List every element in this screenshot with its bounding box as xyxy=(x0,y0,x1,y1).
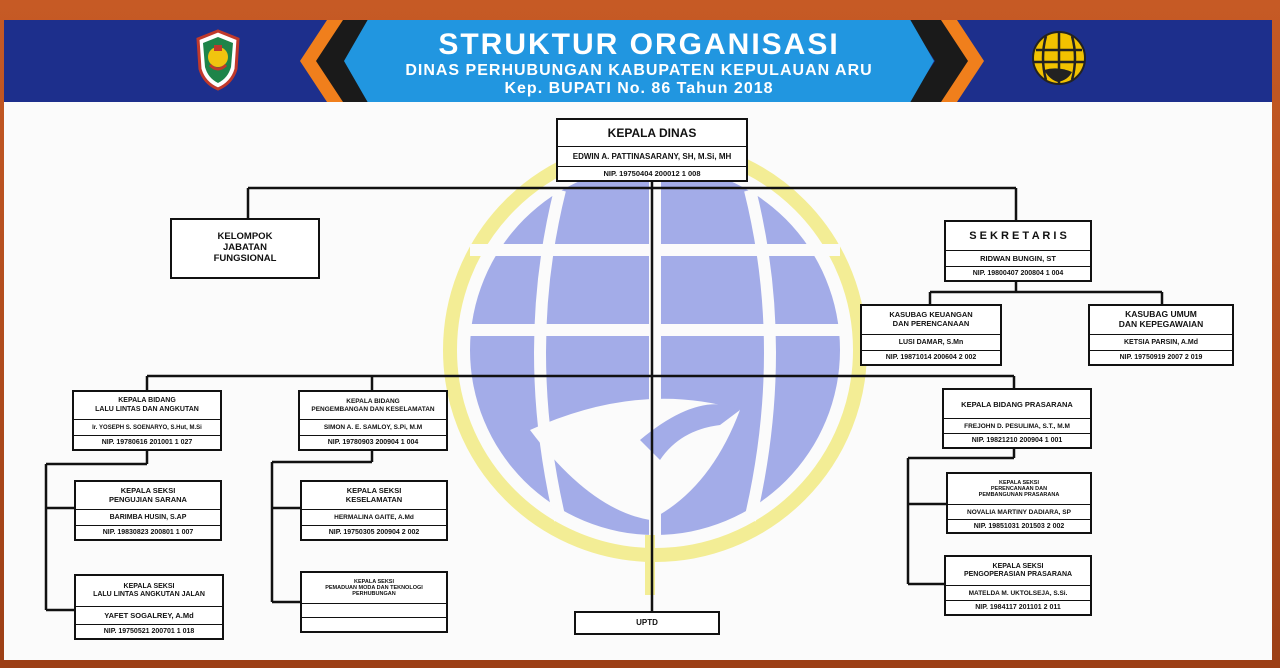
node-name: SIMON A. E. SAMLOY, S.Pi, M.M xyxy=(300,419,446,435)
node-title-line: DAN PERENCANAAN xyxy=(892,319,970,328)
node-nip: NIP. 19851031 201503 2 002 xyxy=(948,519,1090,532)
node-title: KEPALA SEKSI LALU LINTAS ANGKUTAN JALAN xyxy=(76,576,222,606)
node-title: KEPALA BIDANG PRASARANA xyxy=(961,399,1073,409)
node-nip: NIP. 19750404 200012 1 008 xyxy=(558,166,746,180)
node-title-line: KEPALA BIDANG xyxy=(346,398,400,406)
node-title: KASUBAG UMUM DAN KEPEGAWAIAN xyxy=(1090,306,1232,334)
node-name: MATELDA M. UKTOLSEJA, S.Si. xyxy=(946,585,1090,600)
node-title-line: PENGUJIAN SARANA xyxy=(109,494,187,504)
node-kepala-dinas: KEPALA DINAS EDWIN A. PATTINASARANY, SH,… xyxy=(556,118,748,182)
node-title-line: PEMBANGUNAN PRASARANA xyxy=(978,492,1060,499)
node-title-line: KEPALA SEKSI xyxy=(353,578,395,585)
globe-watermark-icon xyxy=(443,140,867,595)
node-nip: NIP. 1984117 201101 2 011 xyxy=(946,600,1090,614)
node-nip: NIP. 19780903 200904 1 004 xyxy=(300,435,446,449)
node-title-line: DAN KEPEGAWAIAN xyxy=(1118,319,1204,329)
node-title-line: KEPALA SEKSI xyxy=(120,485,176,495)
title-banner xyxy=(344,20,934,102)
node-kabid-lalu-lintas: KEPALA BIDANG LALU LINTAS DAN ANGKUTAN I… xyxy=(72,390,222,451)
node-name: LUSI DAMAR, S.Mn xyxy=(862,334,1000,350)
node-title-line: PENGOPERASIAN PRASARANA xyxy=(963,571,1073,578)
node-title-line: PERHUBUNGAN xyxy=(352,591,396,598)
node-name: YAFET SOGALREY, A.Md xyxy=(76,606,222,624)
node-nip: NIP. 19800407 200804 1 004 xyxy=(946,266,1090,280)
node-title-line: PEMADUAN MODA DAN TEKNOLOGI xyxy=(325,584,423,591)
node-kabid-prasarana: KEPALA BIDANG PRASARANA FREJOHN D. PESUL… xyxy=(942,388,1092,449)
node-title: KEPALA SEKSI PERENCANAAN DAN PEMBANGUNAN… xyxy=(948,474,1090,504)
node-nip: NIP. 19780616 201001 1 027 xyxy=(74,435,220,449)
decree-text: Kep. BUPATI No. 86 Tahun 2018 xyxy=(504,80,774,97)
node-kasi-pemaduan-moda: KEPALA SEKSI PEMADUAN MODA DAN TEKNOLOGI… xyxy=(300,571,448,633)
node-nip: NIP. 19750919 2007 2 019 xyxy=(1090,350,1232,364)
page-title: STRUKTUR ORGANISASI xyxy=(438,28,840,61)
node-title: S E K R E T A R I S xyxy=(969,230,1067,242)
node-name xyxy=(302,603,446,617)
node-nip: NIP. 19871014 200604 2 002 xyxy=(862,350,1000,364)
node-kasi-keselamatan: KEPALA SEKSI KESELAMATAN HERMALINA GAITE… xyxy=(300,480,448,541)
header-banner: STRUKTUR ORGANISASI DINAS PERHUBUNGAN KA… xyxy=(4,20,1272,102)
node-line: JABATAN xyxy=(223,242,267,254)
node-name: NOVALIA MARTINY DADIARA, SP xyxy=(948,504,1090,519)
node-name: BARIMBA HUSIN, S.AP xyxy=(76,509,220,525)
node-kasi-lalu-lintas-angkutan-jalan: KEPALA SEKSI LALU LINTAS ANGKUTAN JALAN … xyxy=(74,574,224,640)
node-uptd: UPTD xyxy=(574,611,720,635)
node-name: RIDWAN BUNGIN, ST xyxy=(946,250,1090,266)
node-nip: NIP. 19750305 200904 2 002 xyxy=(302,525,446,539)
node-title: KEPALA BIDANG PENGEMBANGAN DAN KESELAMAT… xyxy=(300,392,446,419)
node-title: KEPALA BIDANG LALU LINTAS DAN ANGKUTAN xyxy=(74,392,220,419)
node-kasi-pengoperasian-prasarana: KEPALA SEKSI PENGOPERASIAN PRASARANA MAT… xyxy=(944,555,1092,616)
node-sekretaris: S E K R E T A R I S RIDWAN BUNGIN, ST NI… xyxy=(944,220,1092,282)
node-kasi-perencanaan-pembangunan: KEPALA SEKSI PERENCANAAN DAN PEMBANGUNAN… xyxy=(946,472,1092,534)
node-kasi-pengujian-sarana: KEPALA SEKSI PENGUJIAN SARANA BARIMBA HU… xyxy=(74,480,222,541)
node-kabid-pengembangan: KEPALA BIDANG PENGEMBANGAN DAN KESELAMAT… xyxy=(298,390,448,451)
node-name: HERMALINA GAITE, A.Md xyxy=(302,509,446,525)
node-title-line: KEPALA SEKSI xyxy=(992,562,1044,570)
node-title-line: KEPALA BIDANG xyxy=(118,397,176,405)
node-title: KEPALA SEKSI PEMADUAN MODA DAN TEKNOLOGI… xyxy=(302,573,446,603)
transport-ministry-globe-icon xyxy=(1032,31,1086,85)
node-title: KEPALA DINAS xyxy=(607,126,697,140)
regency-emblem-icon xyxy=(196,29,240,91)
node-title: KASUBAG KEUANGAN DAN PERENCANAAN xyxy=(862,306,1000,334)
node-title-line: KESELAMATAN xyxy=(345,494,403,504)
node-title-line: KEPALA SEKSI xyxy=(998,479,1040,486)
node-title-line: PERENCANAAN DAN xyxy=(990,485,1048,492)
node-line: KELOMPOK xyxy=(217,231,273,243)
node-title-line: PENGEMBANGAN DAN KESELAMATAN xyxy=(311,405,435,413)
node-nip: NIP. 19830823 200801 1 007 xyxy=(76,525,220,539)
node-title: KEPALA SEKSI KESELAMATAN xyxy=(302,482,446,509)
node-kelompok-jabatan-fungsional: KELOMPOK JABATAN FUNGSIONAL xyxy=(170,218,320,279)
node-nip: NIP. 19821210 200904 1 001 xyxy=(944,433,1090,447)
node-title: KEPALA SEKSI PENGOPERASIAN PRASARANA xyxy=(946,557,1090,585)
node-name: Ir. YOSEPH S. SOENARYO, S.Hut, M.Si xyxy=(74,419,220,435)
node-title: KEPALA SEKSI PENGUJIAN SARANA xyxy=(76,482,220,509)
node-title-line: KASUBAG KEUANGAN xyxy=(889,310,973,320)
node-name: KETSIA PARSIN, A.Md xyxy=(1090,334,1232,350)
node-title-line: KEPALA SEKSI xyxy=(123,582,175,590)
node-title-line: KEPALA SEKSI xyxy=(346,485,402,495)
node-title-line: LALU LINTAS DAN ANGKUTAN xyxy=(95,405,199,413)
node-kasubag-keuangan: KASUBAG KEUANGAN DAN PERENCANAAN LUSI DA… xyxy=(860,304,1002,366)
node-line: FUNGSIONAL xyxy=(213,252,277,264)
node-title-line: KASUBAG UMUM xyxy=(1125,309,1197,320)
node-kasubag-umum: KASUBAG UMUM DAN KEPEGAWAIAN KETSIA PARS… xyxy=(1088,304,1234,366)
node-nip: NIP. 19750521 200701 1 018 xyxy=(76,624,222,638)
node-nip xyxy=(302,617,446,631)
node-name: EDWIN A. PATTINASARANY, SH, M.Si, MH xyxy=(558,146,746,166)
node-title-line: LALU LINTAS ANGKUTAN JALAN xyxy=(93,591,205,598)
node-name: FREJOHN D. PESULIMA, S.T., M.M xyxy=(944,418,1090,433)
page-subtitle: DINAS PERHUBUNGAN KABUPATEN KEPULAUAN AR… xyxy=(405,62,873,79)
